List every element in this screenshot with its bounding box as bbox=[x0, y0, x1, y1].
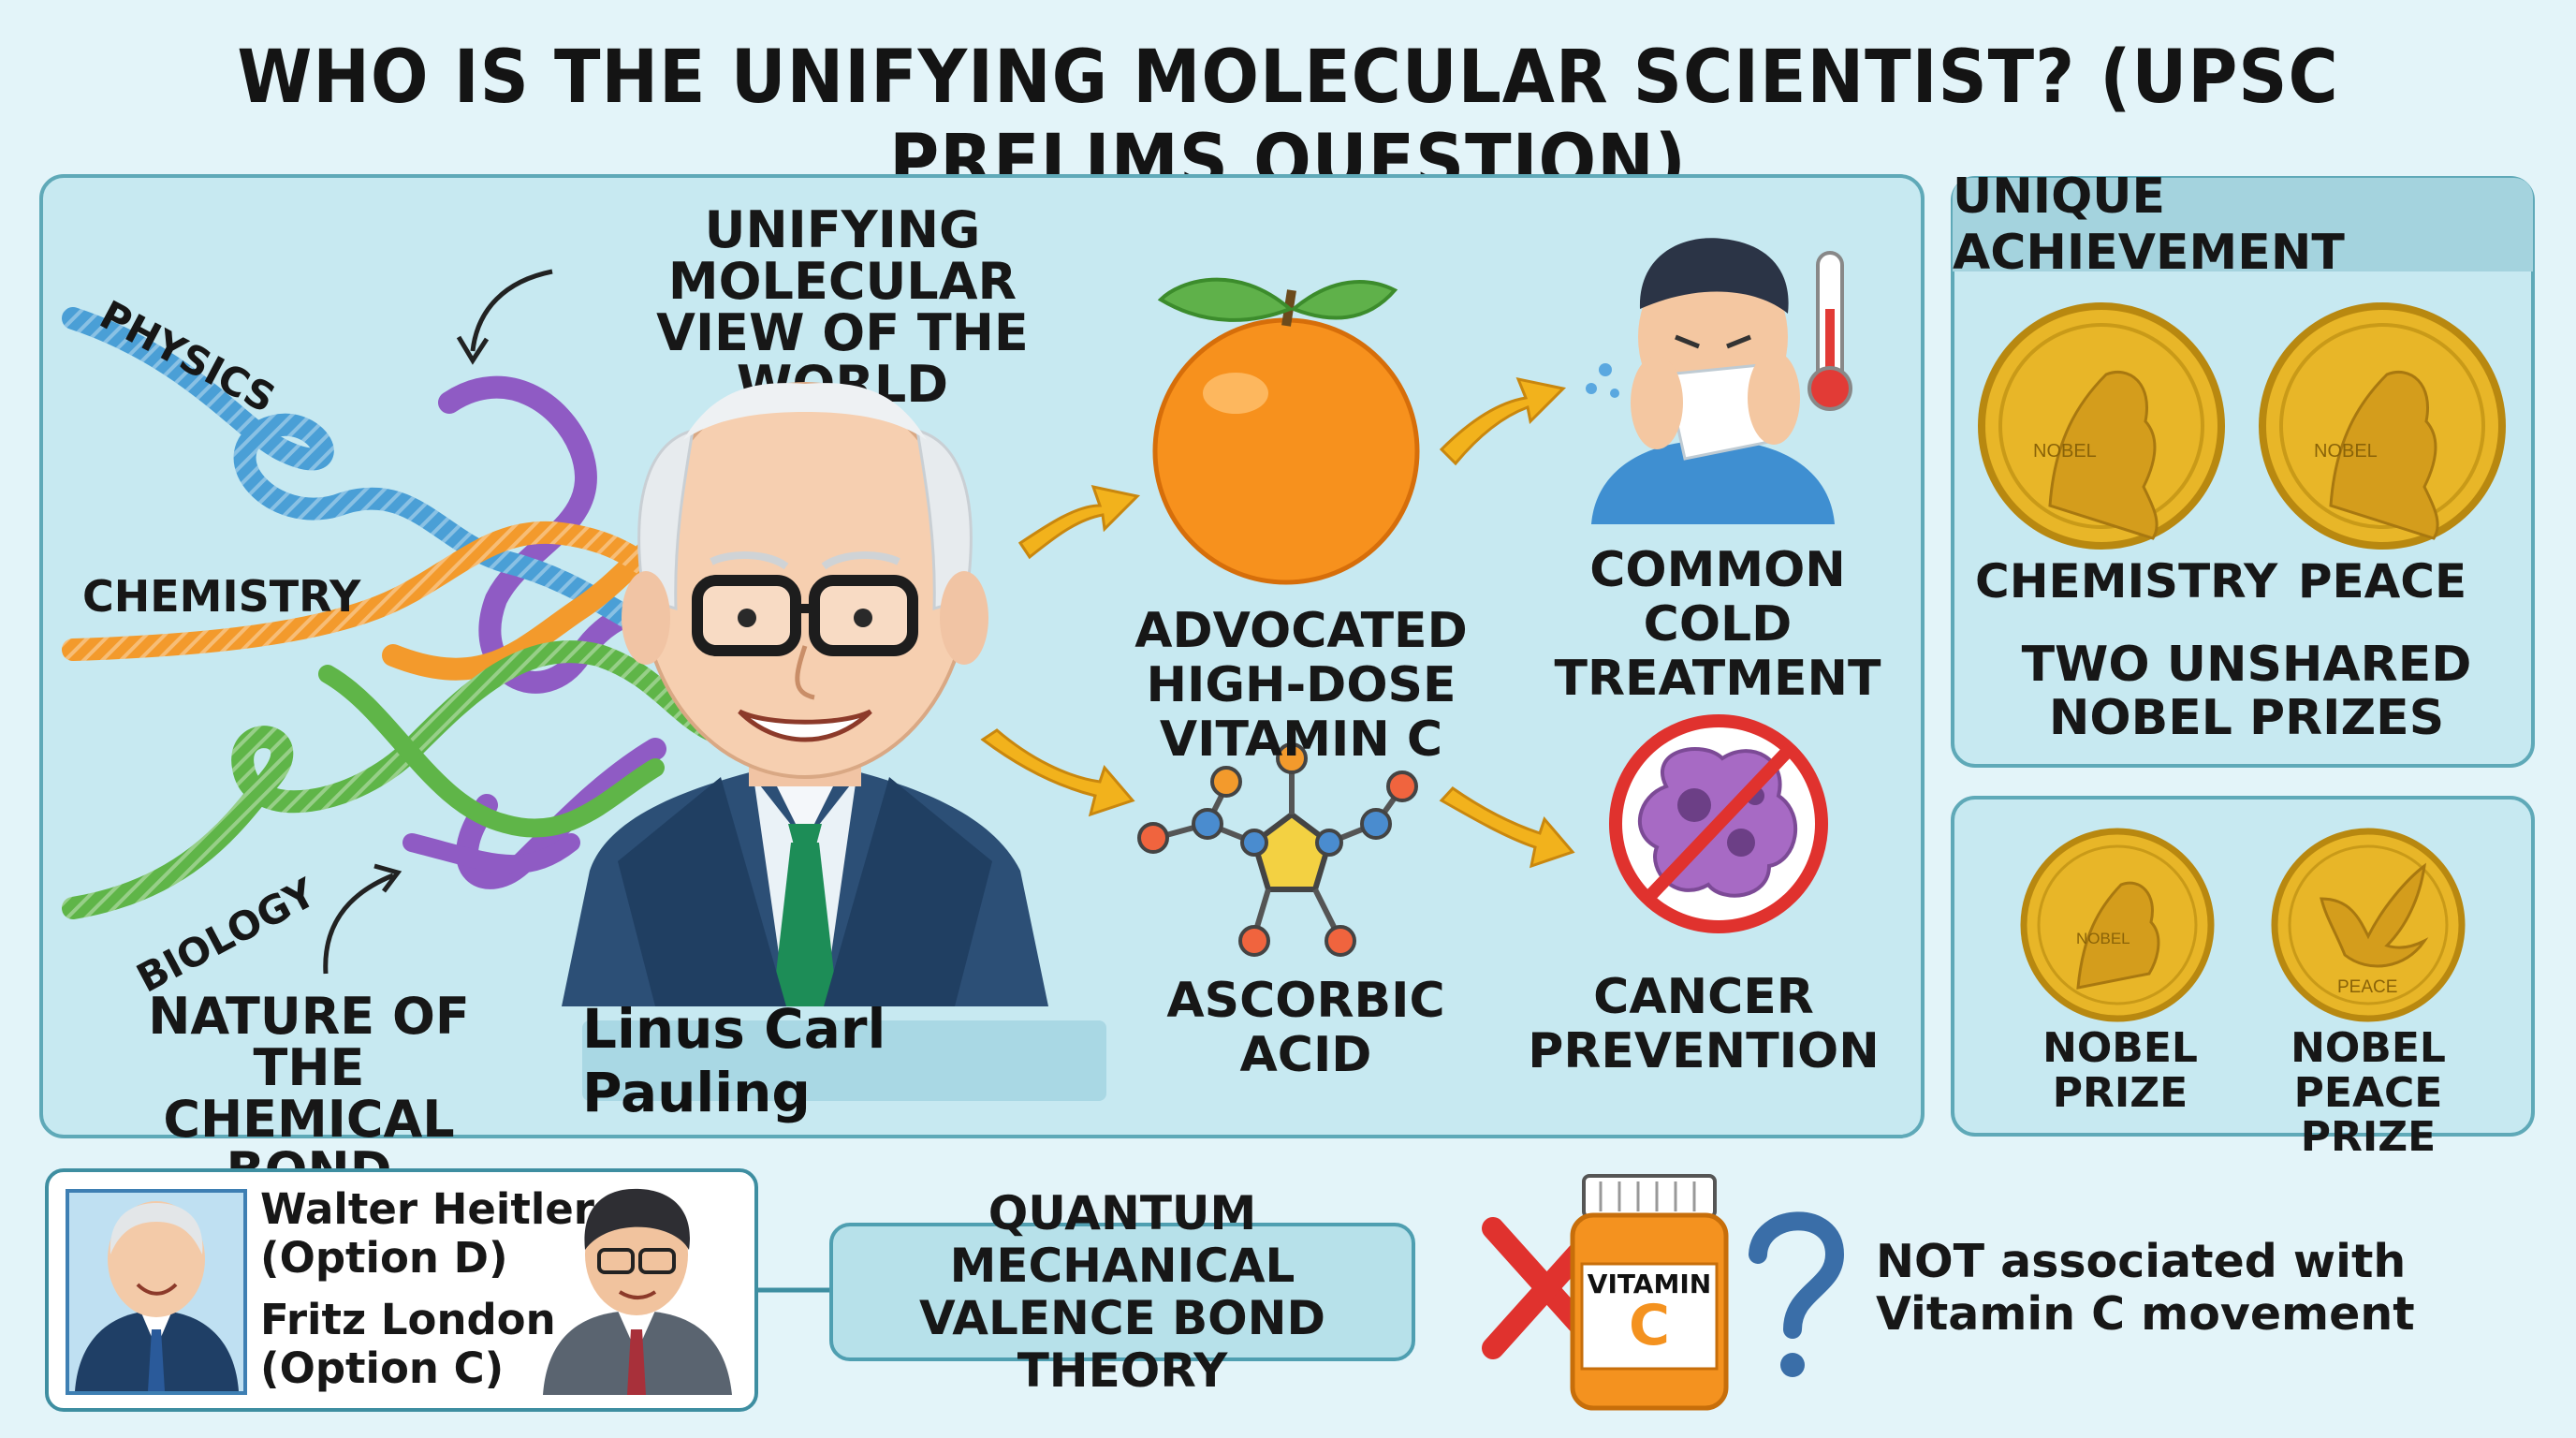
medal-engraving-chemistry: NOBEL bbox=[2033, 441, 2097, 462]
nobel-prize-medal-icon bbox=[2020, 828, 2215, 1022]
purple-rope bbox=[438, 375, 704, 694]
medal-label-peace: PEACE bbox=[2297, 554, 2467, 609]
nobel-peace-medal-icon bbox=[2271, 828, 2466, 1022]
strand-label-chemistry: CHEMISTRY bbox=[82, 571, 361, 622]
orange-fruit-icon bbox=[1152, 277, 1420, 585]
theory-line-1: QUANTUM MECHANICAL bbox=[949, 1186, 1295, 1293]
dove-icon bbox=[2320, 862, 2429, 968]
vitamin-bottle-icon bbox=[1570, 1174, 1729, 1411]
medal-engraving-peace-prize: PEACE bbox=[2337, 977, 2397, 997]
arrow-to-cold bbox=[1439, 376, 1567, 466]
sick-person-sneezing-icon bbox=[1586, 238, 1835, 524]
option-d-heitler: Walter Heitler(Option D) bbox=[260, 1184, 594, 1283]
arrow-to-molecule bbox=[980, 728, 1135, 817]
option-c-london: Fritz London(Option C) bbox=[260, 1295, 556, 1393]
molecule-atoms bbox=[1137, 742, 1418, 957]
theory-line-2: VALENCE BOND THEORY bbox=[918, 1291, 1326, 1398]
medal-label-chemistry: CHEMISTRY bbox=[1975, 554, 2278, 609]
gold-medal-chemistry-icon bbox=[1978, 302, 2225, 550]
pointer-arrow-unifying bbox=[470, 269, 553, 352]
arrow-to-cancer bbox=[1439, 786, 1575, 869]
gold-medal-peace-icon bbox=[2259, 302, 2506, 550]
question-mark-icon bbox=[1749, 1211, 1845, 1339]
bottle-label: VITAMIN C bbox=[1587, 1269, 1712, 1358]
medal-engraving-peace: NOBEL bbox=[2314, 441, 2378, 462]
page-title: WHO IS THE UNIFYING MOLECULAR SCIENTIST?… bbox=[237, 36, 2339, 204]
thermometer-icon bbox=[1808, 251, 1852, 411]
arrow-to-orange bbox=[1017, 484, 1141, 560]
cancer-cell-prohibited-icon bbox=[1609, 714, 1828, 933]
medal-engraving-nobel: NOBEL bbox=[2076, 930, 2130, 947]
valence-bond-theory-box: QUANTUM MECHANICAL VALENCE BOND THEORY bbox=[829, 1187, 1415, 1397]
pointer-arrow-bond bbox=[323, 873, 394, 975]
